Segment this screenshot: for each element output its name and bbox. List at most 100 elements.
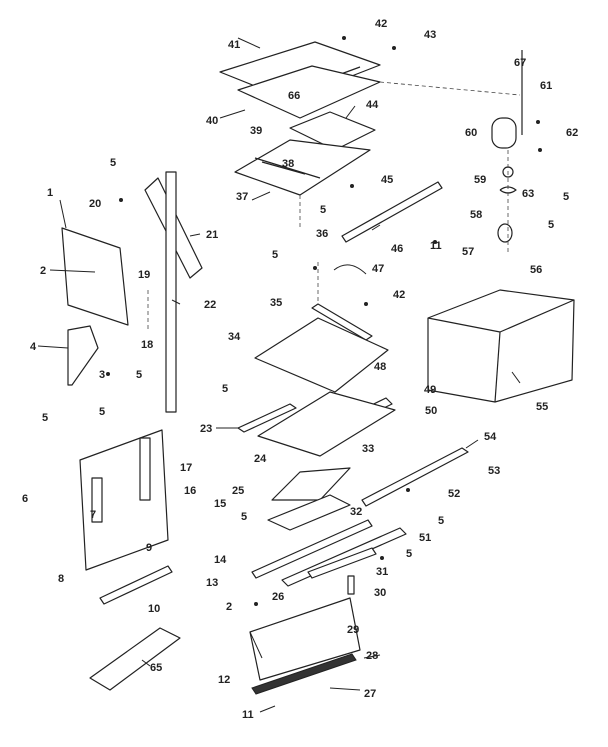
label-5j: 5 xyxy=(406,548,412,560)
part-28-strip xyxy=(251,653,357,695)
part-46-strip xyxy=(341,181,443,243)
part-55-box xyxy=(427,289,575,403)
part-22-rail xyxy=(165,171,177,413)
part-57-roller xyxy=(497,223,513,243)
part-58-spring xyxy=(499,186,517,194)
label-48: 48 xyxy=(374,361,386,373)
label-39: 39 xyxy=(250,125,262,137)
label-6: 6 xyxy=(22,493,28,505)
part-34-panel xyxy=(254,317,389,393)
label-41: 41 xyxy=(228,39,240,51)
label-54: 54 xyxy=(484,431,497,443)
label-26: 26 xyxy=(272,591,284,603)
label-22: 22 xyxy=(204,299,216,311)
label-51: 51 xyxy=(419,532,431,544)
label-11: 11 xyxy=(430,240,442,252)
part-23-strip xyxy=(237,403,297,433)
part-13-strip xyxy=(251,519,373,579)
part-12-panel xyxy=(249,597,361,681)
label-31: 31 xyxy=(376,566,388,578)
label-57: 57 xyxy=(462,246,474,258)
label-34: 34 xyxy=(228,331,241,343)
part-30-clip xyxy=(347,575,355,595)
label-59: 59 xyxy=(474,174,486,186)
part-38-frame xyxy=(234,139,371,196)
label-2: 2 xyxy=(40,265,46,277)
label-32: 32 xyxy=(350,506,362,518)
label-52: 52 xyxy=(448,488,460,500)
label-44: 44 xyxy=(366,99,379,111)
label-9: 9 xyxy=(146,542,152,554)
part-4-bracket xyxy=(67,325,99,386)
part-32-plate xyxy=(267,494,351,531)
label-5b: 5 xyxy=(563,191,569,203)
label-37: 37 xyxy=(236,191,248,203)
label-11b: 11 xyxy=(242,709,254,721)
label-5g: 5 xyxy=(222,383,228,395)
label-19: 19 xyxy=(138,269,150,281)
label-2b: 2 xyxy=(226,601,232,613)
label-45: 45 xyxy=(381,174,393,186)
label-12: 12 xyxy=(218,674,230,686)
label-15: 15 xyxy=(214,498,226,510)
label-21: 21 xyxy=(206,229,218,241)
part-35-rail xyxy=(311,303,373,341)
part-17-bar xyxy=(139,437,151,501)
part-7-bar xyxy=(91,477,103,523)
label-36: 36 xyxy=(316,228,328,240)
label-67: 67 xyxy=(514,57,526,69)
label-66: 66 xyxy=(288,90,300,102)
label-35: 35 xyxy=(270,297,282,309)
label-55: 55 xyxy=(536,401,548,413)
label-38: 38 xyxy=(282,158,294,170)
label-1: 1 xyxy=(47,187,53,199)
label-24: 24 xyxy=(254,453,267,465)
label-42b: 42 xyxy=(393,289,405,301)
label-58: 58 xyxy=(470,209,482,221)
label-27: 27 xyxy=(364,688,376,700)
label-53: 53 xyxy=(488,465,500,477)
label-16: 16 xyxy=(184,485,196,497)
label-4: 4 xyxy=(30,341,37,353)
part-1-side-panel xyxy=(61,227,129,326)
label-5c: 5 xyxy=(548,219,554,231)
part-60-cylinder xyxy=(491,117,517,149)
label-62: 62 xyxy=(566,127,578,139)
label-46: 46 xyxy=(391,243,403,255)
label-8: 8 xyxy=(58,573,64,585)
part-65-bracket xyxy=(89,627,181,691)
label-33: 33 xyxy=(362,443,374,455)
label-25: 25 xyxy=(232,485,244,497)
label-63: 63 xyxy=(522,188,534,200)
label-49: 49 xyxy=(424,384,436,396)
label-40: 40 xyxy=(206,115,218,127)
label-56: 56 xyxy=(530,264,542,276)
part-54-strip xyxy=(361,447,469,507)
label-30: 30 xyxy=(374,587,386,599)
part-48-panel xyxy=(257,391,396,457)
label-61: 61 xyxy=(540,80,552,92)
label-5i: 5 xyxy=(241,511,247,523)
label-60: 60 xyxy=(465,127,477,139)
label-50: 50 xyxy=(425,405,437,417)
label-20: 20 xyxy=(89,198,101,210)
part-31-strip xyxy=(307,547,377,579)
part-10-rod xyxy=(99,565,173,605)
label-42: 42 xyxy=(375,18,387,30)
label-23: 23 xyxy=(200,423,212,435)
label-10: 10 xyxy=(148,603,160,615)
label-5a: 5 xyxy=(320,204,326,216)
label-28: 28 xyxy=(366,650,378,662)
label-18: 18 xyxy=(141,339,153,351)
label-43: 43 xyxy=(424,29,436,41)
label-5h: 5 xyxy=(438,515,444,527)
label-47: 47 xyxy=(372,263,384,275)
label-13: 13 xyxy=(206,577,218,589)
label-3: 3 xyxy=(99,369,105,381)
label-5d: 5 xyxy=(110,157,116,169)
label-65: 65 xyxy=(150,662,162,674)
label-7: 7 xyxy=(90,509,96,521)
part-24-deflector xyxy=(271,467,351,501)
label-5e: 5 xyxy=(136,369,142,381)
